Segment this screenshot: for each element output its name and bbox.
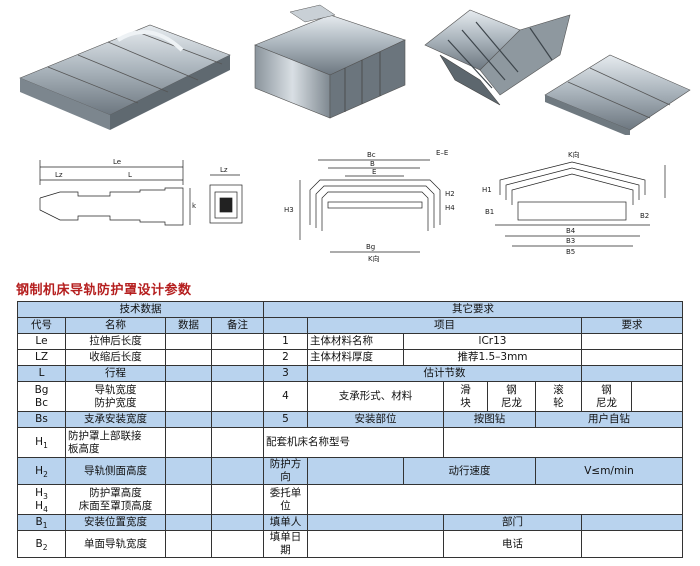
- table-row: Le 拉伸后长度 1 主体材料名称 lCr13: [17, 333, 683, 350]
- dim-b5: B5: [566, 248, 575, 256]
- dim-kr-roof: K向: [568, 150, 580, 159]
- table-row: B2 单面导轨宽度 填单日期 电话: [17, 530, 683, 558]
- photo-flat-cover: [544, 54, 691, 135]
- dim-b4: B4: [566, 227, 576, 235]
- photo-open-cover: [424, 9, 571, 106]
- dim-lz-end: Lz: [220, 166, 228, 174]
- technical-drawings: Le Lz L k Lz Bc B E E–E H3 H2 H4 Bg K向: [39, 149, 666, 263]
- dim-h1: H1: [482, 186, 492, 194]
- drawing-roof-section: K向 H1 B1 B4 B3 B5 B2: [482, 150, 666, 256]
- col-item: 项目: [307, 317, 582, 334]
- dim-h2: H2: [445, 190, 455, 198]
- table-row: LZ 收缩后长度 2 主体材料厚度 推荐1.5–3mm: [17, 349, 683, 366]
- dim-kr: K向: [368, 254, 380, 263]
- drawing-cross-section: Bc B E E–E H3 H2 H4 Bg K向: [284, 149, 455, 263]
- col-req: 要求: [581, 317, 683, 334]
- table-row: H2 导轨侧面高度 防护方向 动行速度 V≤m/min: [17, 457, 683, 485]
- photo-box-cover: [254, 4, 406, 119]
- col-code: 代号: [17, 317, 66, 334]
- drawing-end-view: Lz: [209, 166, 243, 224]
- dim-b1: B1: [485, 208, 494, 216]
- table-row: L 行程 3 估计节数: [17, 365, 683, 382]
- dim-bg: Bg: [366, 243, 375, 251]
- page-title: 钢制机床导轨防护罩设计参数: [16, 283, 192, 298]
- table-row: Bs 支承安装宽度 5 安装部位 按图钻 用户自钻: [17, 411, 683, 428]
- dim-bc: Bc: [367, 151, 376, 159]
- dim-e: E: [372, 168, 376, 176]
- left-header: 技术数据: [17, 301, 264, 318]
- dim-lz: Lz: [55, 171, 63, 179]
- data-cell[interactable]: [165, 333, 212, 350]
- col-name: 名称: [65, 317, 166, 334]
- photo-telescopic-cover: [19, 24, 231, 130]
- spec-table: 技术数据 其它要求 代号 名称 数据 备注 项目 要求 Le 拉伸后长度 1 主…: [17, 301, 683, 558]
- col-note: 备注: [211, 317, 264, 334]
- dim-k: k: [192, 202, 197, 210]
- dim-l: L: [128, 171, 132, 179]
- col-data: 数据: [165, 317, 212, 334]
- right-header: 其它要求: [263, 301, 683, 318]
- dim-ee: E–E: [436, 149, 448, 157]
- dim-h3: H3: [284, 206, 294, 214]
- dim-h4: H4: [445, 204, 455, 212]
- table-row: H1 防护罩上部联接板高度 配套机床名称型号: [17, 427, 683, 458]
- product-photos: [19, 4, 691, 135]
- dim-b: B: [370, 160, 375, 168]
- dim-b3: B3: [566, 237, 575, 245]
- table-row: B1 安装位置宽度 填单人 部门: [17, 514, 683, 531]
- dim-b2: B2: [640, 212, 649, 220]
- dim-le: Le: [113, 158, 121, 166]
- drawing-side-elevation: Le Lz L k: [39, 158, 197, 226]
